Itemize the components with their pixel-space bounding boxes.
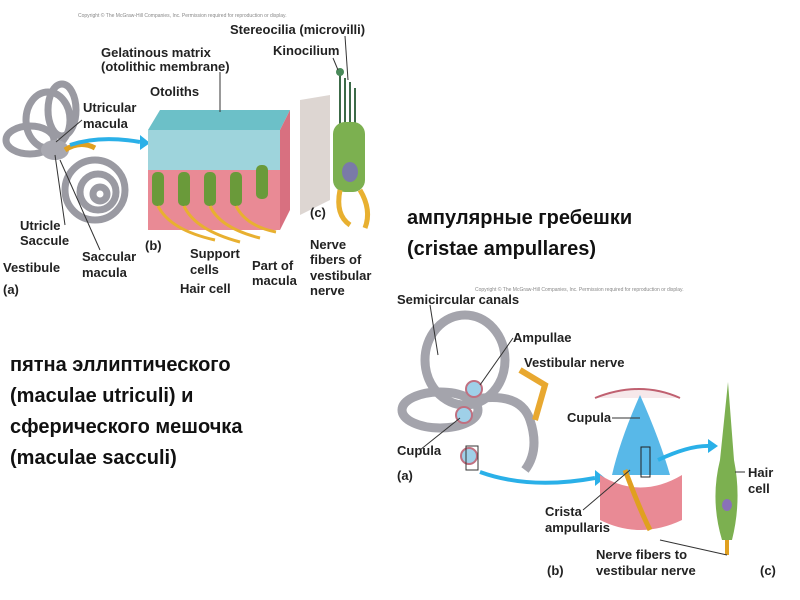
label-nerve: Nerve [310, 237, 347, 252]
label-utricular: Utricular [83, 100, 137, 115]
copyright-notice-bottom: Copyright © The McGraw-Hill Companies, I… [475, 287, 684, 293]
label-vestibule: Vestibule [3, 260, 61, 275]
label-cupula-a: Cupula [397, 443, 442, 458]
panel-a-label-bottom: (a) [397, 468, 413, 483]
label-vestibular-nerve: Vestibular nerve [524, 355, 625, 370]
label-saccular-macula: macula [82, 265, 127, 280]
label-vestibular-nerve-fibers: vestibular nerve [596, 563, 696, 578]
label-utricular-macula: macula [83, 116, 128, 131]
panel-c-label-bottom: (c) [760, 563, 776, 578]
label-cupula-b: Cupula [567, 410, 612, 425]
label-part-macula: macula [252, 273, 297, 288]
panel-b-label-bottom: (b) [547, 563, 564, 578]
label-ampullae: Ampullae [513, 330, 572, 345]
macula-block-illustration [148, 110, 290, 244]
caption-cristae-latin: (cristae ampullares) [407, 238, 596, 260]
label-utricle: Utricle [20, 218, 61, 233]
label-saccular: Saccular [82, 249, 137, 264]
caption-maculae-line3: сферического мешочка [10, 416, 243, 438]
hair-cell-illustration-bottom [715, 382, 738, 555]
caption-maculae: пятна эллиптического (maculae utriculi) … [10, 350, 242, 474]
label-fibers-of: fibers of [310, 252, 362, 267]
panel-a-label: (a) [3, 282, 19, 297]
caption-maculae-line1: пятна эллиптического [10, 354, 231, 376]
label-nerve-end: nerve [310, 283, 345, 298]
caption-maculae-line2: (maculae utriculi) и [10, 385, 194, 407]
label-saccule: Saccule [20, 233, 70, 248]
copyright-notice: Copyright © The McGraw-Hill Companies, I… [78, 13, 287, 19]
arrow-icon [69, 137, 141, 147]
caption-cristae-ru: ампулярные гребешки [407, 207, 633, 229]
label-vestibular: vestibular [310, 268, 372, 283]
arrow-icon [657, 443, 711, 462]
caption-cristae: ампулярные гребешки (cristae ampullares) [407, 203, 632, 265]
label-semicircular-canals: Semicircular canals [397, 292, 520, 307]
label-otolithic-membrane: (otolithic membrane) [101, 59, 230, 74]
label-gelatinous-matrix: Gelatinous matrix [101, 45, 211, 60]
label-hair-cell: Hair cell [180, 281, 231, 296]
inner-ear-illustration-bottom [397, 310, 539, 473]
label-support-cells: cells [190, 262, 219, 277]
panel-b-label: (b) [145, 238, 162, 253]
label-kinocilium: Kinocilium [273, 43, 340, 58]
crista-illustration [594, 388, 682, 532]
hair-cell-illustration-top [333, 68, 371, 229]
panel-c-label: (c) [310, 205, 326, 220]
label-cell: cell [748, 481, 770, 496]
caption-maculae-line4: (maculae sacculi) [10, 447, 177, 469]
label-part-of: Part of [252, 258, 294, 273]
label-nerve-fibers-to: Nerve fibers to [596, 547, 688, 562]
label-otoliths: Otoliths [150, 84, 200, 99]
label-ampullaris: ampullaris [545, 520, 611, 535]
label-stereocilia: Stereocilia (microvilli) [230, 22, 366, 37]
label-hair: Hair [748, 465, 774, 480]
label-crista: Crista [545, 504, 582, 519]
arrow-icon [479, 470, 596, 485]
label-support: Support [190, 246, 240, 261]
